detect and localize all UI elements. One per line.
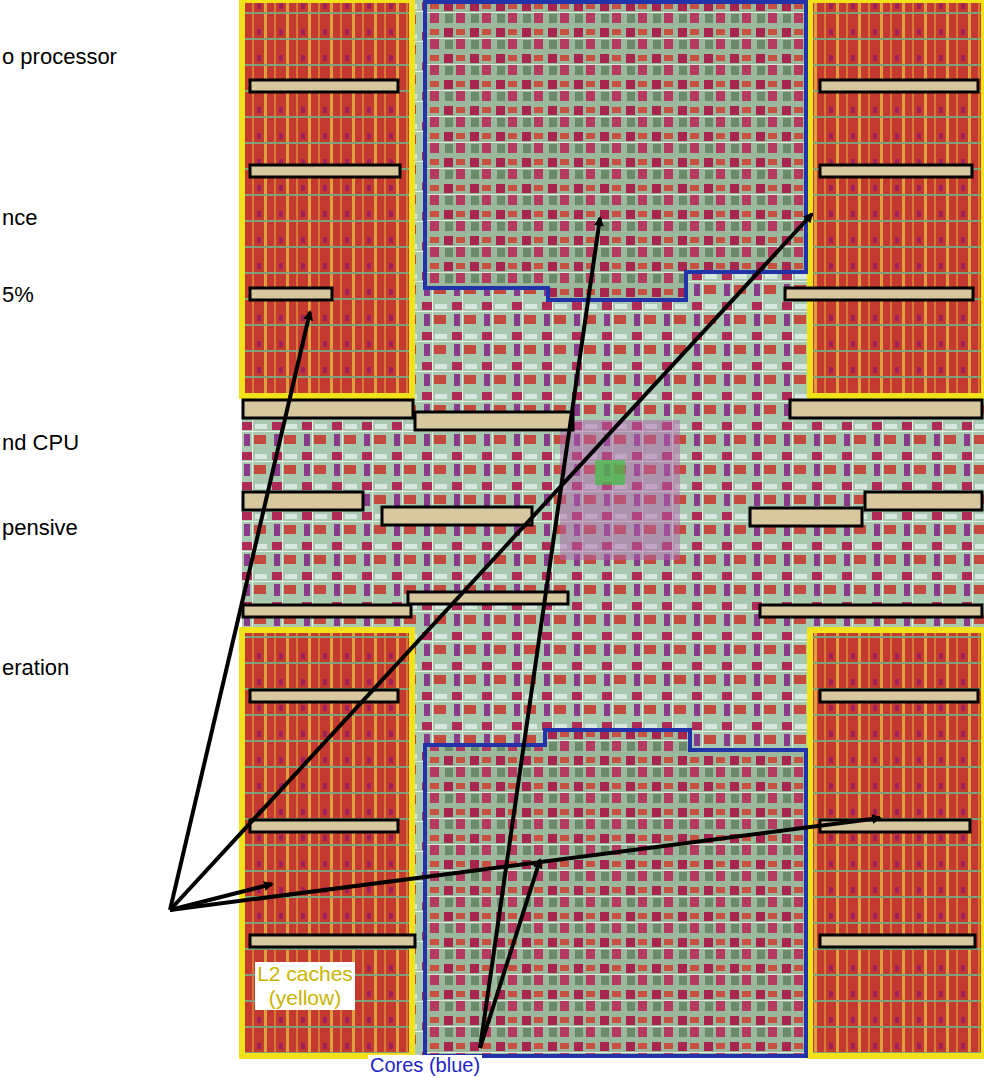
- leader-line: [170, 214, 812, 910]
- cropped-slide-text: pensive: [2, 515, 78, 540]
- leader-line: [480, 860, 540, 1048]
- cropped-slide-text: eration: [2, 655, 69, 680]
- cropped-slide-text: 5%: [2, 282, 34, 307]
- cropped-slide-text: nce: [2, 205, 37, 230]
- leader-line: [170, 818, 880, 910]
- cropped-slide-text: nd CPU: [2, 430, 79, 455]
- leader-line: [480, 218, 600, 1048]
- callout-label: Cores (blue): [368, 1055, 482, 1075]
- callout-label: L2 caches (yellow): [255, 962, 355, 1010]
- cropped-slide-text: o processor: [2, 44, 117, 69]
- leader-line: [170, 312, 310, 910]
